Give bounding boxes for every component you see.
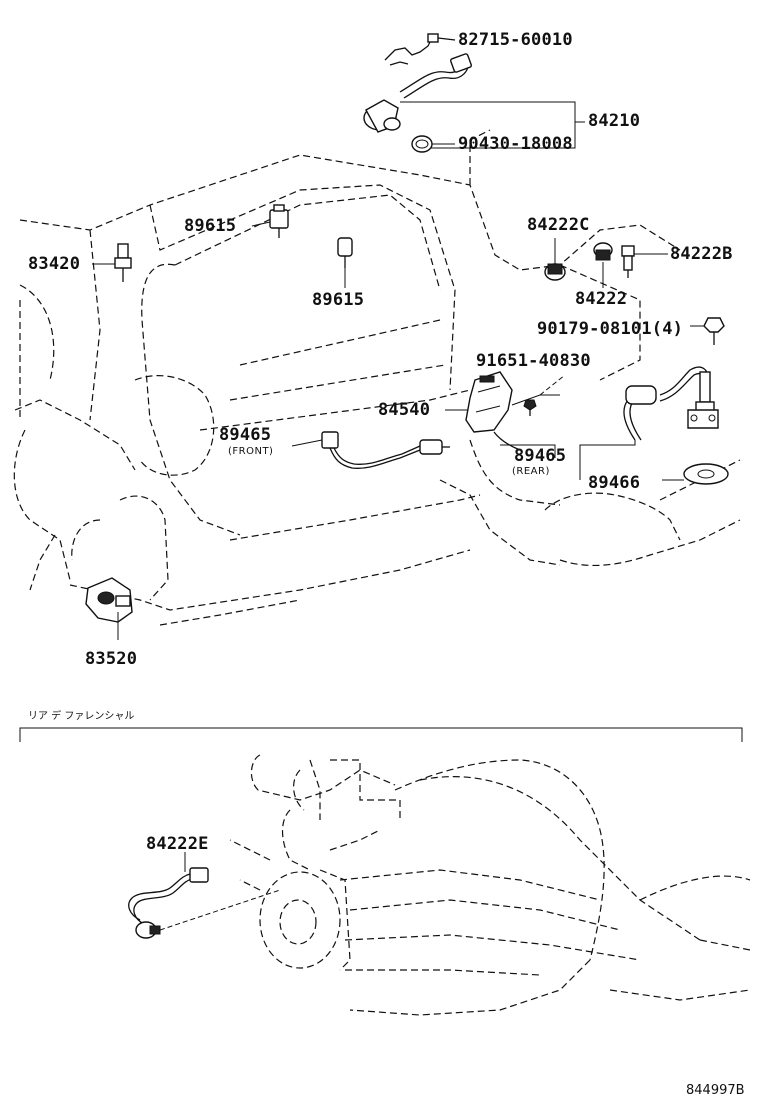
section-title-rear-differential: リア デ ファレンシャル — [28, 711, 135, 722]
label-90430-18008: 90430-18008 — [458, 134, 573, 154]
label-89615-b: 89615 — [312, 290, 365, 310]
label-84222: 84222 — [575, 289, 628, 309]
label-89466: 89466 — [588, 473, 641, 493]
label-front: (FRONT) — [228, 446, 274, 457]
part-84540-module — [445, 371, 566, 451]
label-83520: 83520 — [85, 649, 138, 669]
label-84222b: 84222B — [670, 244, 733, 264]
part-84222c-switch — [544, 238, 566, 281]
part-90179-bolt — [690, 317, 725, 345]
label-89465-rear: 89465 — [514, 446, 567, 466]
label-rear: (REAR) — [512, 466, 550, 477]
label-84540: 84540 — [378, 400, 431, 420]
part-89465-front-sensor — [291, 431, 450, 469]
label-84222c: 84222C — [527, 215, 590, 235]
engine-outline — [13, 129, 741, 626]
label-89465-front: 89465 — [219, 425, 272, 445]
part-89615-sensor-a — [251, 204, 289, 238]
section-divider — [19, 727, 743, 742]
part-84210-sensor — [363, 53, 585, 149]
part-84222-switch — [593, 242, 613, 288]
label-84210: 84210 — [588, 111, 641, 131]
label-82715-60010: 82715-60010 — [458, 30, 573, 50]
rear-differential-outline — [229, 754, 751, 1016]
part-83520-sensor — [85, 577, 133, 640]
part-90430-gasket — [411, 135, 455, 153]
part-83420-sender — [92, 243, 132, 282]
label-91651-40830: 91651-40830 — [476, 351, 591, 371]
label-89615-a: 89615 — [184, 216, 237, 236]
part-84222e-sensor — [128, 852, 281, 939]
label-90179-08101: 90179-08101(4) — [537, 319, 684, 339]
part-91651-bolt — [523, 399, 537, 416]
diagram-code: 844997B — [686, 1083, 745, 1098]
label-84222e: 84222E — [146, 834, 209, 854]
part-84222b-switch — [621, 245, 668, 278]
part-89615-sensor-b — [337, 237, 353, 288]
label-83420: 83420 — [28, 254, 81, 274]
part-82715-wire-clip — [384, 33, 456, 66]
part-89466-sensor — [579, 366, 729, 485]
rear-sensor-leader — [500, 444, 556, 458]
